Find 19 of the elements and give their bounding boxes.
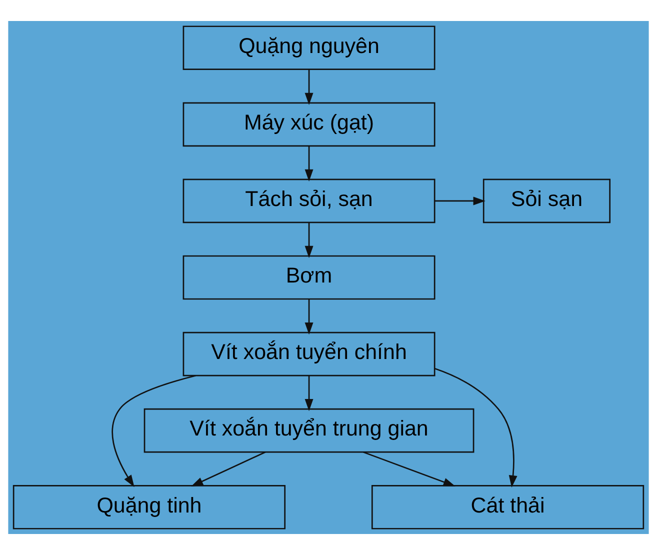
arrow: [434, 196, 486, 206]
node-box: Quặng nguyên: [182, 26, 436, 70]
arrow: [304, 376, 314, 412]
node-box: Vít xoắn tuyển chính: [182, 332, 436, 376]
arrow: [304, 69, 314, 105]
arrow: [112, 374, 196, 488]
node-box: Sỏi sạn: [482, 178, 611, 224]
arrow: [434, 368, 518, 488]
node-box: Tách sỏi, sạn: [182, 178, 436, 224]
node-box: Cát thải: [371, 484, 644, 530]
node-box: Bơm: [182, 255, 436, 300]
arrow: [363, 451, 456, 486]
node-box: Vít xoắn tuyển trung gian: [144, 408, 474, 453]
arrow: [304, 146, 314, 182]
node-box: Máy xúc (gạt): [182, 102, 436, 147]
arrow: [191, 452, 266, 486]
node-box: Quặng tinh: [12, 484, 286, 530]
arrow: [304, 299, 314, 335]
arrow: [304, 222, 314, 258]
